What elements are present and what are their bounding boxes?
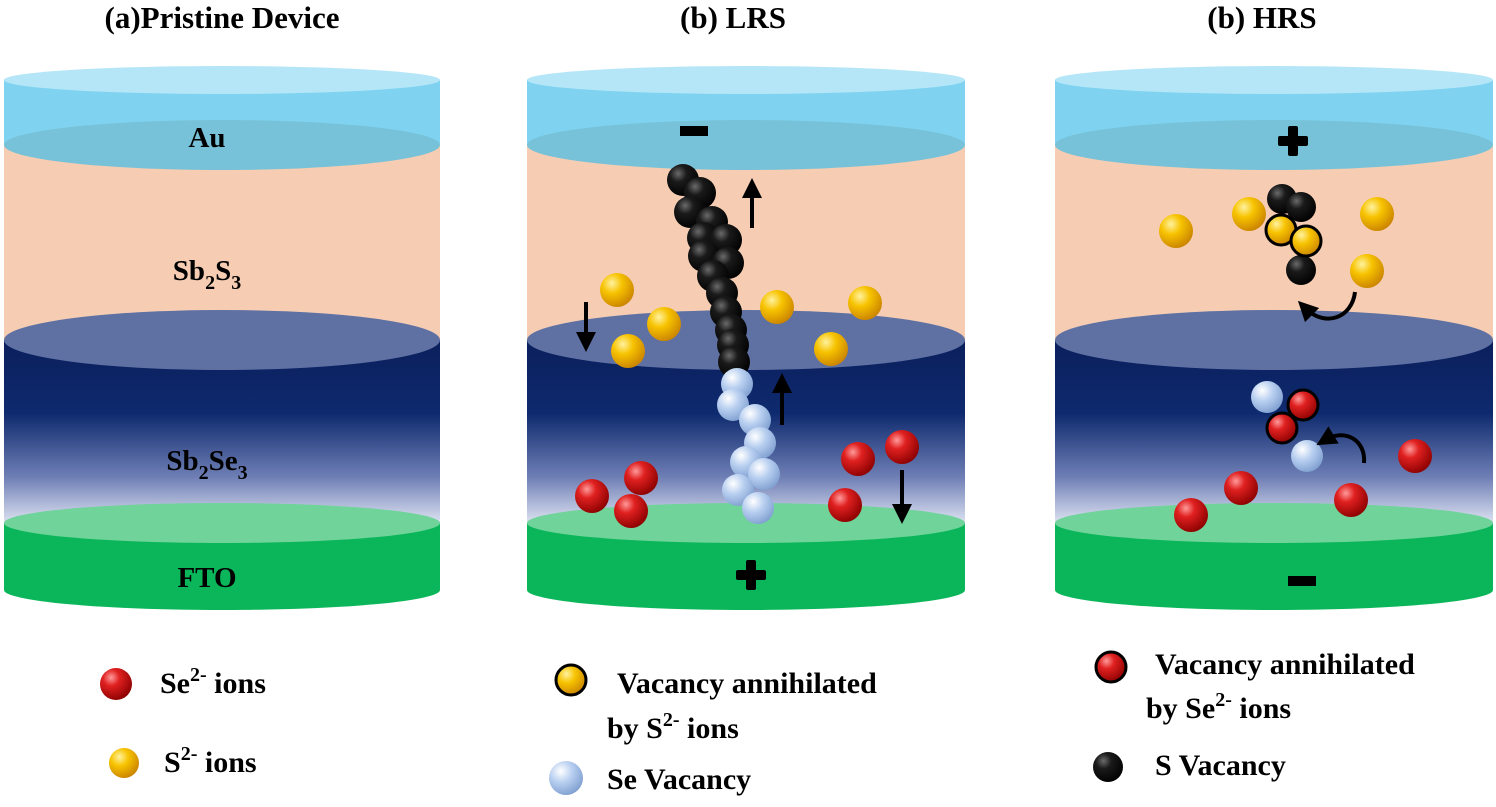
au-label: Au — [188, 122, 225, 154]
s-vacancy-ball — [1286, 192, 1316, 222]
legend-vacancy-annihilated-se-label-line2: by Se2- ions — [1146, 689, 1291, 725]
se-ion-ball — [1224, 471, 1258, 505]
legend-s-ion-icon — [109, 748, 139, 778]
fto-label: FTO — [177, 562, 236, 594]
s-ion-ball — [1360, 197, 1394, 231]
s-vacancy-ball — [710, 224, 742, 256]
legend-vacancy-annihilated-s-icon — [554, 663, 588, 697]
legend-s-ion-label: S2- ions — [164, 743, 257, 779]
s-ion-ball — [1159, 214, 1193, 248]
se-ion-ball — [614, 494, 648, 528]
legend-item-se-ion: Se2- ions — [100, 664, 266, 700]
se-vacancy-ball — [748, 458, 780, 490]
lrs-bottom-plus-icon — [736, 560, 766, 590]
se-vacancy-ball — [1251, 381, 1283, 413]
se-ion-ball — [828, 488, 862, 522]
se-ion-ball — [841, 442, 875, 476]
legend-se-vacancy-icon — [549, 761, 583, 795]
vacancy-annihilated-se-ball — [1265, 411, 1299, 445]
legend-vacancy-annihilated-s-label-line2: by S2- ions — [607, 709, 739, 745]
panel-title-lrs: (b) LRS — [680, 0, 786, 35]
se-ion-ball — [885, 430, 919, 464]
legend-item-vacancy-annihilated-s: Vacancy annihilated by S2- ions — [554, 663, 877, 745]
hrs-top-plus-icon — [1278, 126, 1308, 156]
se-ion-ball — [1398, 439, 1432, 473]
device-cylinder-pristine — [4, 66, 440, 610]
se-vacancy-ball — [1291, 440, 1323, 472]
s-ion-ball — [760, 290, 794, 324]
legend-vacancy-annihilated-se-icon — [1094, 650, 1128, 684]
s-ion-ball — [647, 307, 681, 341]
s-vacancy-ball — [1286, 255, 1316, 285]
s-ion-ball — [814, 332, 848, 366]
s-ion-ball — [611, 334, 645, 368]
sb2s3-label: Sb2S3 — [173, 255, 241, 294]
se-ion-ball — [624, 461, 658, 495]
s-ion-ball — [848, 286, 882, 320]
legend-item-s-vacancy: S Vacancy — [1093, 749, 1286, 782]
legend-item-s-ion: S2- ions — [109, 743, 257, 779]
legend-s-vacancy-icon — [1093, 752, 1123, 782]
legend-se-vacancy-label: Se Vacancy — [607, 763, 751, 796]
hrs-bottom-minus-icon — [1288, 576, 1316, 586]
s-ion-ball — [1350, 254, 1384, 288]
legend-se-ion-label: Se2- ions — [160, 664, 266, 700]
legend-se-ion-icon — [100, 668, 132, 700]
legend-item-se-vacancy: Se Vacancy — [549, 761, 751, 796]
device-cylinder-hrs — [1055, 66, 1493, 610]
legend-vacancy-annihilated-s-label-line1: Vacancy annihilated — [617, 667, 877, 700]
panel-title-hrs: (b) HRS — [1207, 0, 1316, 35]
legend-vacancy-annihilated-se-label-line1: Vacancy annihilated — [1155, 648, 1415, 681]
panel-title-pristine: (a)Pristine Device — [105, 0, 340, 35]
se-vacancy-ball — [742, 492, 774, 524]
lrs-top-minus-icon — [680, 126, 708, 136]
se-ion-ball — [575, 479, 609, 513]
curved-arrow-icon — [1297, 291, 1357, 323]
legend-s-vacancy-label: S Vacancy — [1155, 749, 1286, 782]
s-ion-ball — [600, 273, 634, 307]
curved-arrow-icon — [1316, 426, 1367, 464]
sb2se3-layer — [4, 340, 440, 523]
vacancy-annihilated-se-ball — [1286, 388, 1320, 422]
sb2s3-layer — [4, 145, 440, 340]
vacancy-annihilated-s-ball — [1289, 224, 1323, 258]
sb2se3-label: Sb2Se3 — [166, 445, 247, 484]
sb2s3-layer — [527, 145, 965, 340]
legend-item-vacancy-annihilated-se: Vacancy annihilated by Se2- ions — [1094, 648, 1415, 725]
se-ion-ball — [1334, 483, 1368, 517]
se-ion-ball — [1174, 498, 1208, 532]
s-ion-ball — [1232, 197, 1266, 231]
